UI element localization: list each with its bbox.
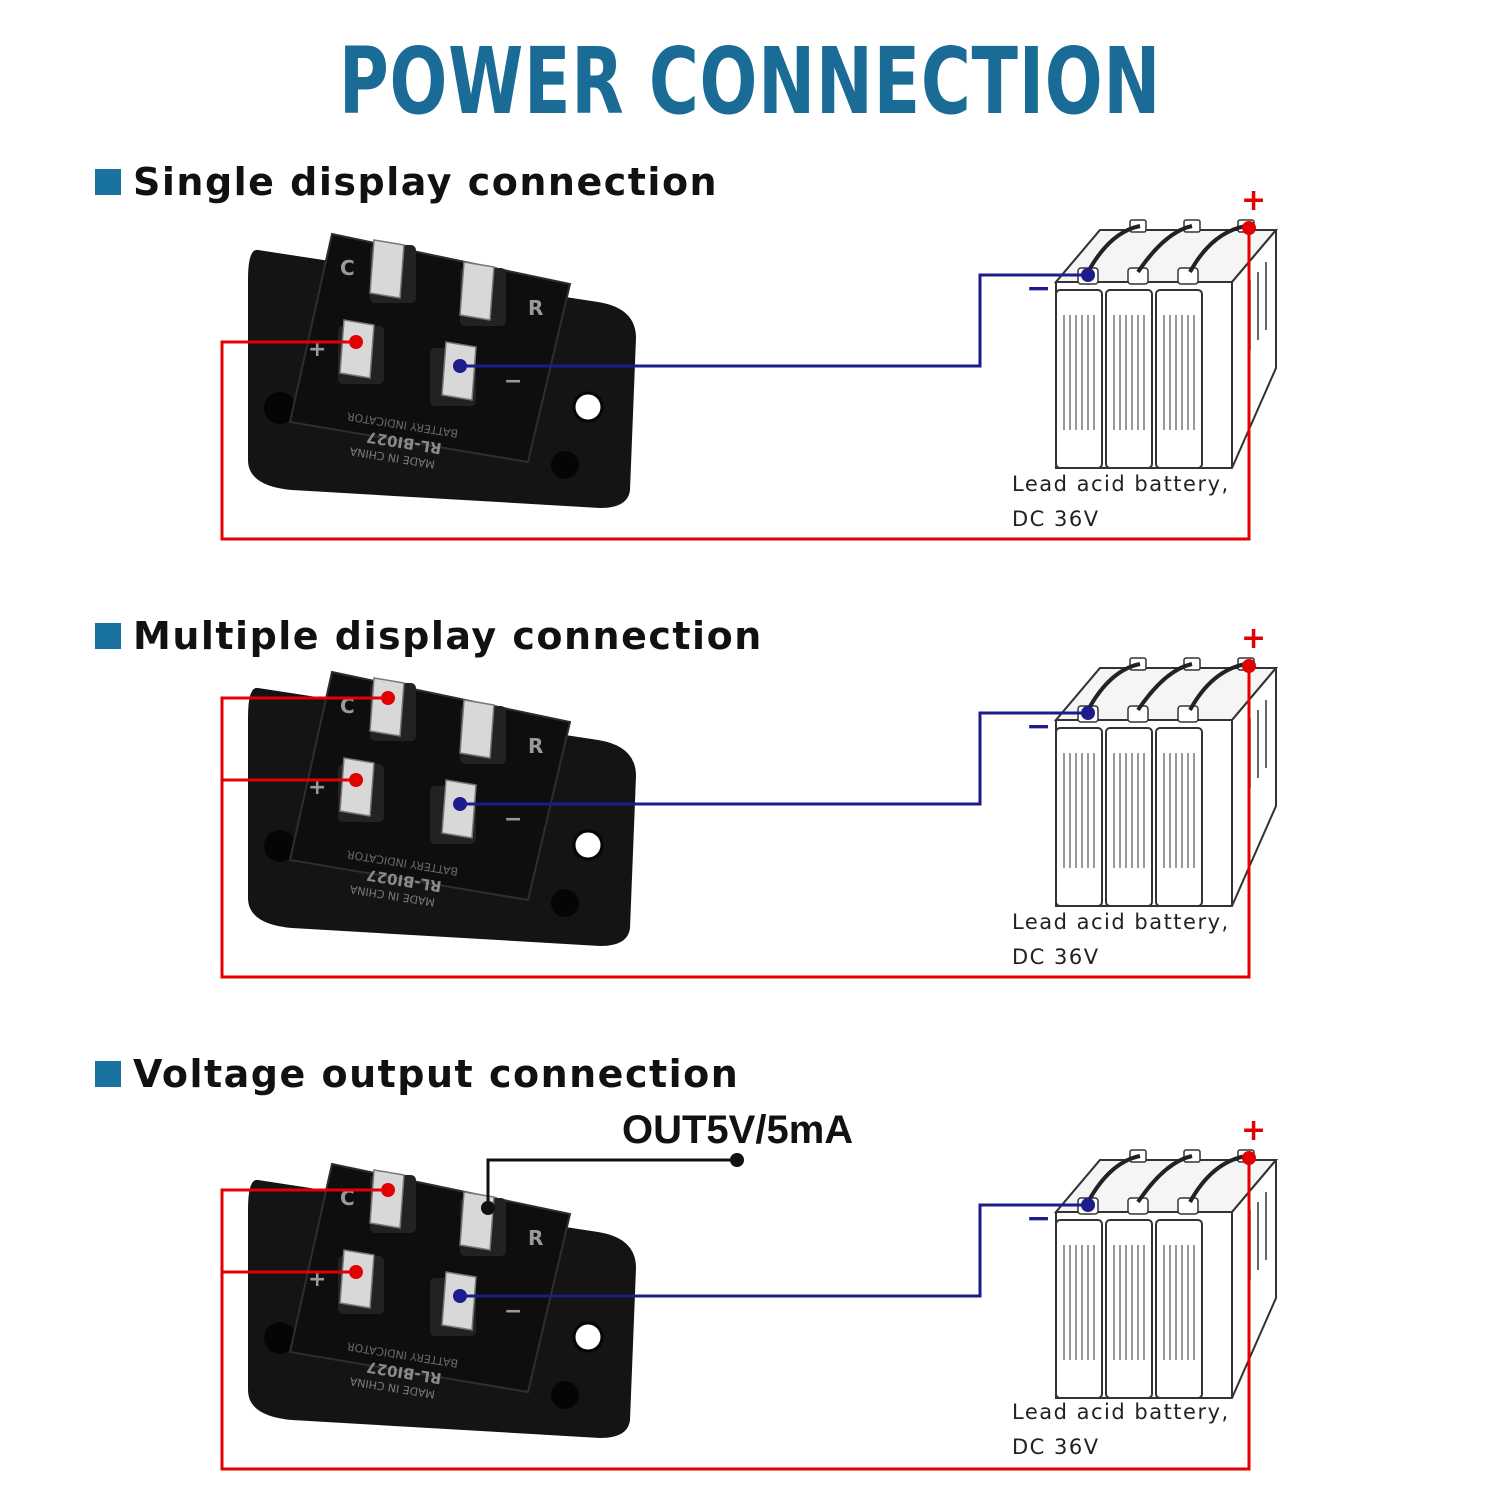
section-title: Voltage output connection [133, 1052, 740, 1096]
positive-wire [220, 1158, 1251, 1471]
mount-hole [551, 889, 579, 917]
mount-hole [264, 830, 296, 862]
terminal-r-label: R [528, 1226, 543, 1250]
wire-joint [381, 691, 395, 705]
mount-hole [551, 451, 579, 479]
battery-minus-label: − [1026, 271, 1051, 306]
battery-caption-line2: DC 36V [1012, 945, 1100, 969]
wiring-svg: C R + − MADE IN CHINA RL-BI027 BATTERY I… [220, 628, 1279, 979]
lead-acid-battery [1053, 219, 1279, 469]
terminal-r-label: R [528, 296, 543, 320]
terminal-minus-label: − [504, 369, 522, 394]
section-title: Multiple display connection [133, 614, 763, 658]
battery-plus-label: + [1241, 1120, 1266, 1148]
output-label: OUT5V/5mA [622, 1108, 854, 1152]
battery-caption: Lead acid battery, DC 36V [1012, 467, 1230, 537]
battery-caption: Lead acid battery, DC 36V [1012, 1395, 1230, 1465]
wire-joint [1242, 1151, 1256, 1165]
diagram-multiple: C R + − MADE IN CHINA RL-BI027 BATTERY I… [0, 628, 1500, 988]
battery-minus-label: − [1026, 1201, 1051, 1236]
terminal-c-label: C [340, 694, 355, 718]
negative-wire [460, 273, 1088, 368]
page-title: POWER CONNECTION [338, 28, 1162, 135]
heading-bullet [95, 623, 121, 649]
terminal-plus-blade [339, 1249, 375, 1309]
wire-joint [1242, 221, 1256, 235]
mount-hole [572, 1321, 604, 1353]
wire-joint [349, 773, 363, 787]
section-heading-voltage-output: Voltage output connection [95, 1052, 739, 1096]
terminal-minus-label: − [504, 807, 522, 832]
signal-wire [486, 1158, 737, 1208]
wire-joint [481, 1201, 495, 1215]
battery-caption-line2: DC 36V [1012, 1435, 1100, 1459]
mount-hole [264, 1322, 296, 1354]
battery-meter: C R + − MADE IN CHINA RL-BI027 BATTERY I… [248, 1162, 636, 1438]
battery-meter: C R + − MADE IN CHINA RL-BI027 BATTERY I… [248, 232, 636, 508]
battery-minus-label: − [1026, 709, 1051, 744]
battery-caption-line1: Lead acid battery, [1012, 910, 1230, 934]
terminal-c-label: C [340, 1186, 355, 1210]
section-heading-single: Single display connection [95, 160, 718, 204]
wire-joint [453, 359, 467, 373]
wire-joint [1081, 1198, 1095, 1212]
diagram-voltage-output: C R + − MADE IN CHINA RL-BI027 BATTERY I… [0, 1120, 1500, 1480]
battery-plus-label: + [1241, 190, 1266, 218]
battery-caption-line1: Lead acid battery, [1012, 1400, 1230, 1424]
section-title: Single display connection [133, 160, 719, 204]
battery-caption-line2: DC 36V [1012, 507, 1100, 531]
wiring-svg: C R + − MADE IN CHINA RL-BI027 BATTERY I… [220, 190, 1279, 541]
mount-hole [572, 391, 604, 423]
terminal-plus-blade [339, 319, 375, 379]
wire-joint [349, 1265, 363, 1279]
terminal-r-label: R [528, 734, 543, 758]
battery-plus-label: + [1241, 628, 1266, 656]
lead-acid-battery [1053, 1149, 1279, 1399]
wire-joint [453, 797, 467, 811]
battery-caption: Lead acid battery, DC 36V [1012, 905, 1230, 975]
wire-joint [453, 1289, 467, 1303]
heading-bullet [95, 169, 121, 195]
terminal-c-blade [369, 239, 405, 299]
terminal-plus-blade [339, 757, 375, 817]
terminal-c-blade [369, 677, 405, 737]
terminal-c-blade [369, 1169, 405, 1229]
negative-wire [460, 711, 1088, 806]
wire-joint [349, 335, 363, 349]
terminal-minus-label: − [504, 1299, 522, 1324]
mount-hole [572, 829, 604, 861]
mount-hole [264, 392, 296, 424]
wire-joint [1081, 268, 1095, 282]
negative-wire [460, 1203, 1088, 1298]
section-heading-multiple: Multiple display connection [95, 614, 763, 658]
diagram-single: C R + − MADE IN CHINA RL-BI027 BATTERY I… [0, 190, 1500, 550]
mount-hole [551, 1381, 579, 1409]
terminal-r-blade [459, 261, 495, 321]
wire-joint [1081, 706, 1095, 720]
terminal-c-label: C [340, 256, 355, 280]
wire-joint [730, 1153, 744, 1167]
positive-wire [220, 666, 1251, 979]
wiring-svg: C R + − MADE IN CHINA RL-BI027 BATTERY I… [220, 1120, 1279, 1471]
positive-wire [220, 228, 1251, 541]
battery-caption-line1: Lead acid battery, [1012, 472, 1230, 496]
wire-joint [381, 1183, 395, 1197]
battery-meter: C R + − MADE IN CHINA RL-BI027 BATTERY I… [248, 670, 636, 946]
heading-bullet [95, 1061, 121, 1087]
lead-acid-battery [1053, 657, 1279, 907]
wire-joint [1242, 659, 1256, 673]
terminal-r-blade [459, 699, 495, 759]
